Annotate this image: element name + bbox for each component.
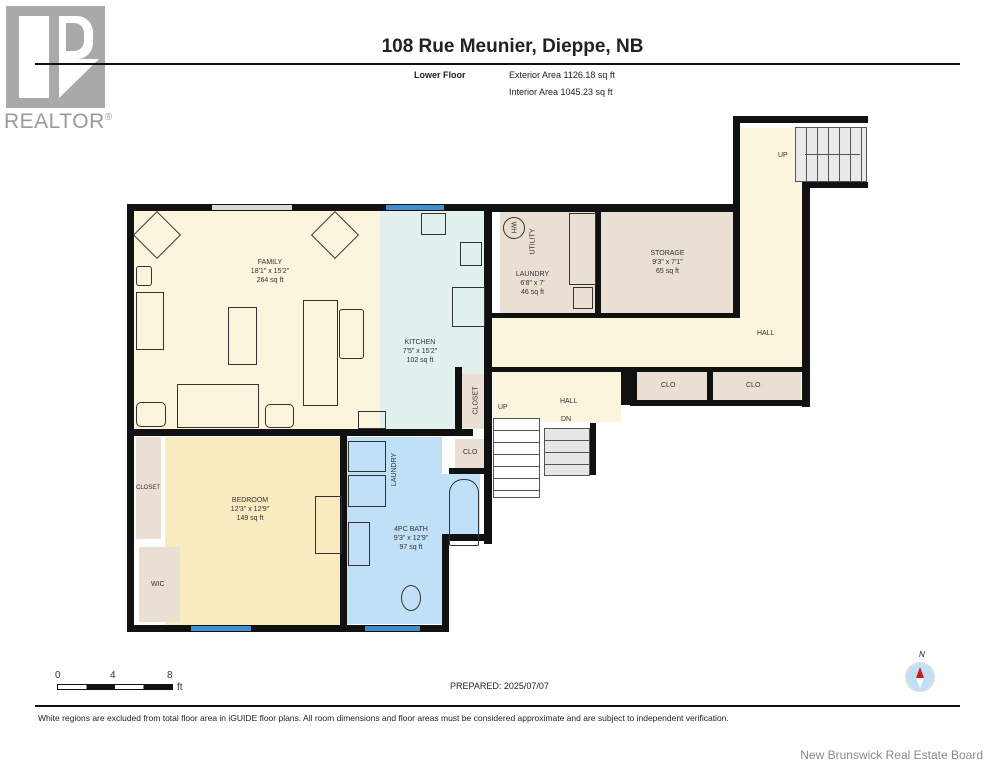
label-clo-1: CLO — [661, 382, 676, 389]
wall — [449, 468, 487, 474]
wall — [127, 204, 492, 211]
room-clo-1 — [637, 371, 707, 400]
board-watermark: New Brunswick Real Estate Board — [800, 748, 983, 762]
label-closet-bedroom: CLOSET — [136, 485, 161, 491]
room-wic — [139, 547, 180, 622]
window — [212, 205, 292, 210]
window — [365, 626, 420, 631]
utility-sink — [573, 287, 593, 309]
wall — [127, 625, 449, 632]
realtor-wordmark: REALTOR® — [4, 110, 113, 133]
label-hall-stairs: HALL — [560, 398, 578, 405]
wall — [492, 367, 810, 372]
coffee-table — [228, 307, 257, 365]
washer — [348, 475, 386, 507]
disclaimer: White regions are excluded from total fl… — [38, 713, 729, 723]
room-hall-vertical — [740, 128, 802, 318]
sofa — [303, 300, 338, 406]
label-wic: WIC — [151, 581, 165, 588]
page-title: 108 Rue Meunier, Dieppe, NB — [381, 36, 644, 57]
water-heater: WH — [503, 217, 525, 239]
wall — [802, 182, 810, 407]
room-storage — [601, 212, 733, 313]
room-clo-3 — [455, 439, 485, 468]
wall — [484, 204, 492, 544]
room-closet-bedroom — [136, 437, 161, 539]
utility-cabinet — [569, 213, 596, 285]
cabinet — [136, 292, 164, 350]
sofa — [177, 384, 259, 428]
toilet — [401, 585, 421, 611]
stairs-down-label: DN — [561, 416, 572, 423]
stair-arrow — [805, 154, 860, 155]
room-bedroom — [165, 437, 342, 625]
interior-area: Interior Area 1045.23 sq ft — [509, 87, 613, 97]
label-clo-3: CLO — [463, 449, 478, 456]
dresser — [315, 496, 342, 554]
room-clo-2 — [713, 371, 801, 400]
dryer — [348, 441, 386, 472]
desk — [339, 309, 364, 359]
sink — [460, 242, 482, 266]
window — [191, 626, 251, 631]
wall — [595, 212, 601, 313]
wall — [127, 204, 134, 632]
wall — [630, 400, 810, 406]
bathtub — [449, 479, 479, 546]
wall — [340, 429, 347, 629]
room-closet-kitchen — [462, 374, 486, 428]
realtor-logo — [6, 6, 105, 108]
wall — [455, 367, 462, 429]
label-clo-2: CLO — [746, 382, 761, 389]
wall — [621, 367, 637, 405]
stairs-down-hall — [544, 428, 590, 476]
wall — [127, 429, 473, 436]
ottoman — [265, 404, 294, 428]
ottoman — [136, 402, 166, 427]
label-closet-kitchen: CLOSET — [472, 386, 480, 415]
stairs-up-label: UP — [778, 152, 788, 159]
label-hall-main: HALL — [757, 330, 775, 337]
scale-bar: 0 4 8 ft — [55, 670, 183, 693]
stairs-up-hall — [493, 418, 540, 498]
wall — [484, 204, 740, 212]
wall — [492, 313, 740, 318]
label-laundry-bath: LAUNDRY — [391, 452, 399, 487]
wall — [442, 534, 487, 541]
exterior-area: Exterior Area 1126.18 sq ft — [509, 70, 615, 80]
stairs-up-hall-label: UP — [498, 404, 508, 411]
floor-label: Lower Floor — [414, 70, 466, 80]
wall — [733, 116, 868, 123]
fridge — [421, 213, 446, 235]
footer-rule — [35, 705, 960, 707]
compass-icon: N — [902, 650, 938, 698]
room-hall-stairs — [493, 372, 621, 422]
side-table — [136, 266, 152, 286]
stove — [452, 287, 485, 327]
wall — [733, 116, 740, 318]
vanity — [348, 522, 370, 566]
window — [386, 205, 444, 210]
room-bath — [347, 437, 442, 624]
wall — [707, 371, 713, 401]
room-hall-main — [490, 318, 802, 368]
wall — [590, 423, 596, 475]
header-rule — [35, 63, 960, 65]
label-utility: UTILITY — [529, 228, 537, 255]
bench — [358, 411, 386, 429]
wall — [802, 182, 868, 188]
wall — [442, 534, 449, 632]
prepared-date: PREPARED: 2025/07/07 — [450, 681, 549, 691]
